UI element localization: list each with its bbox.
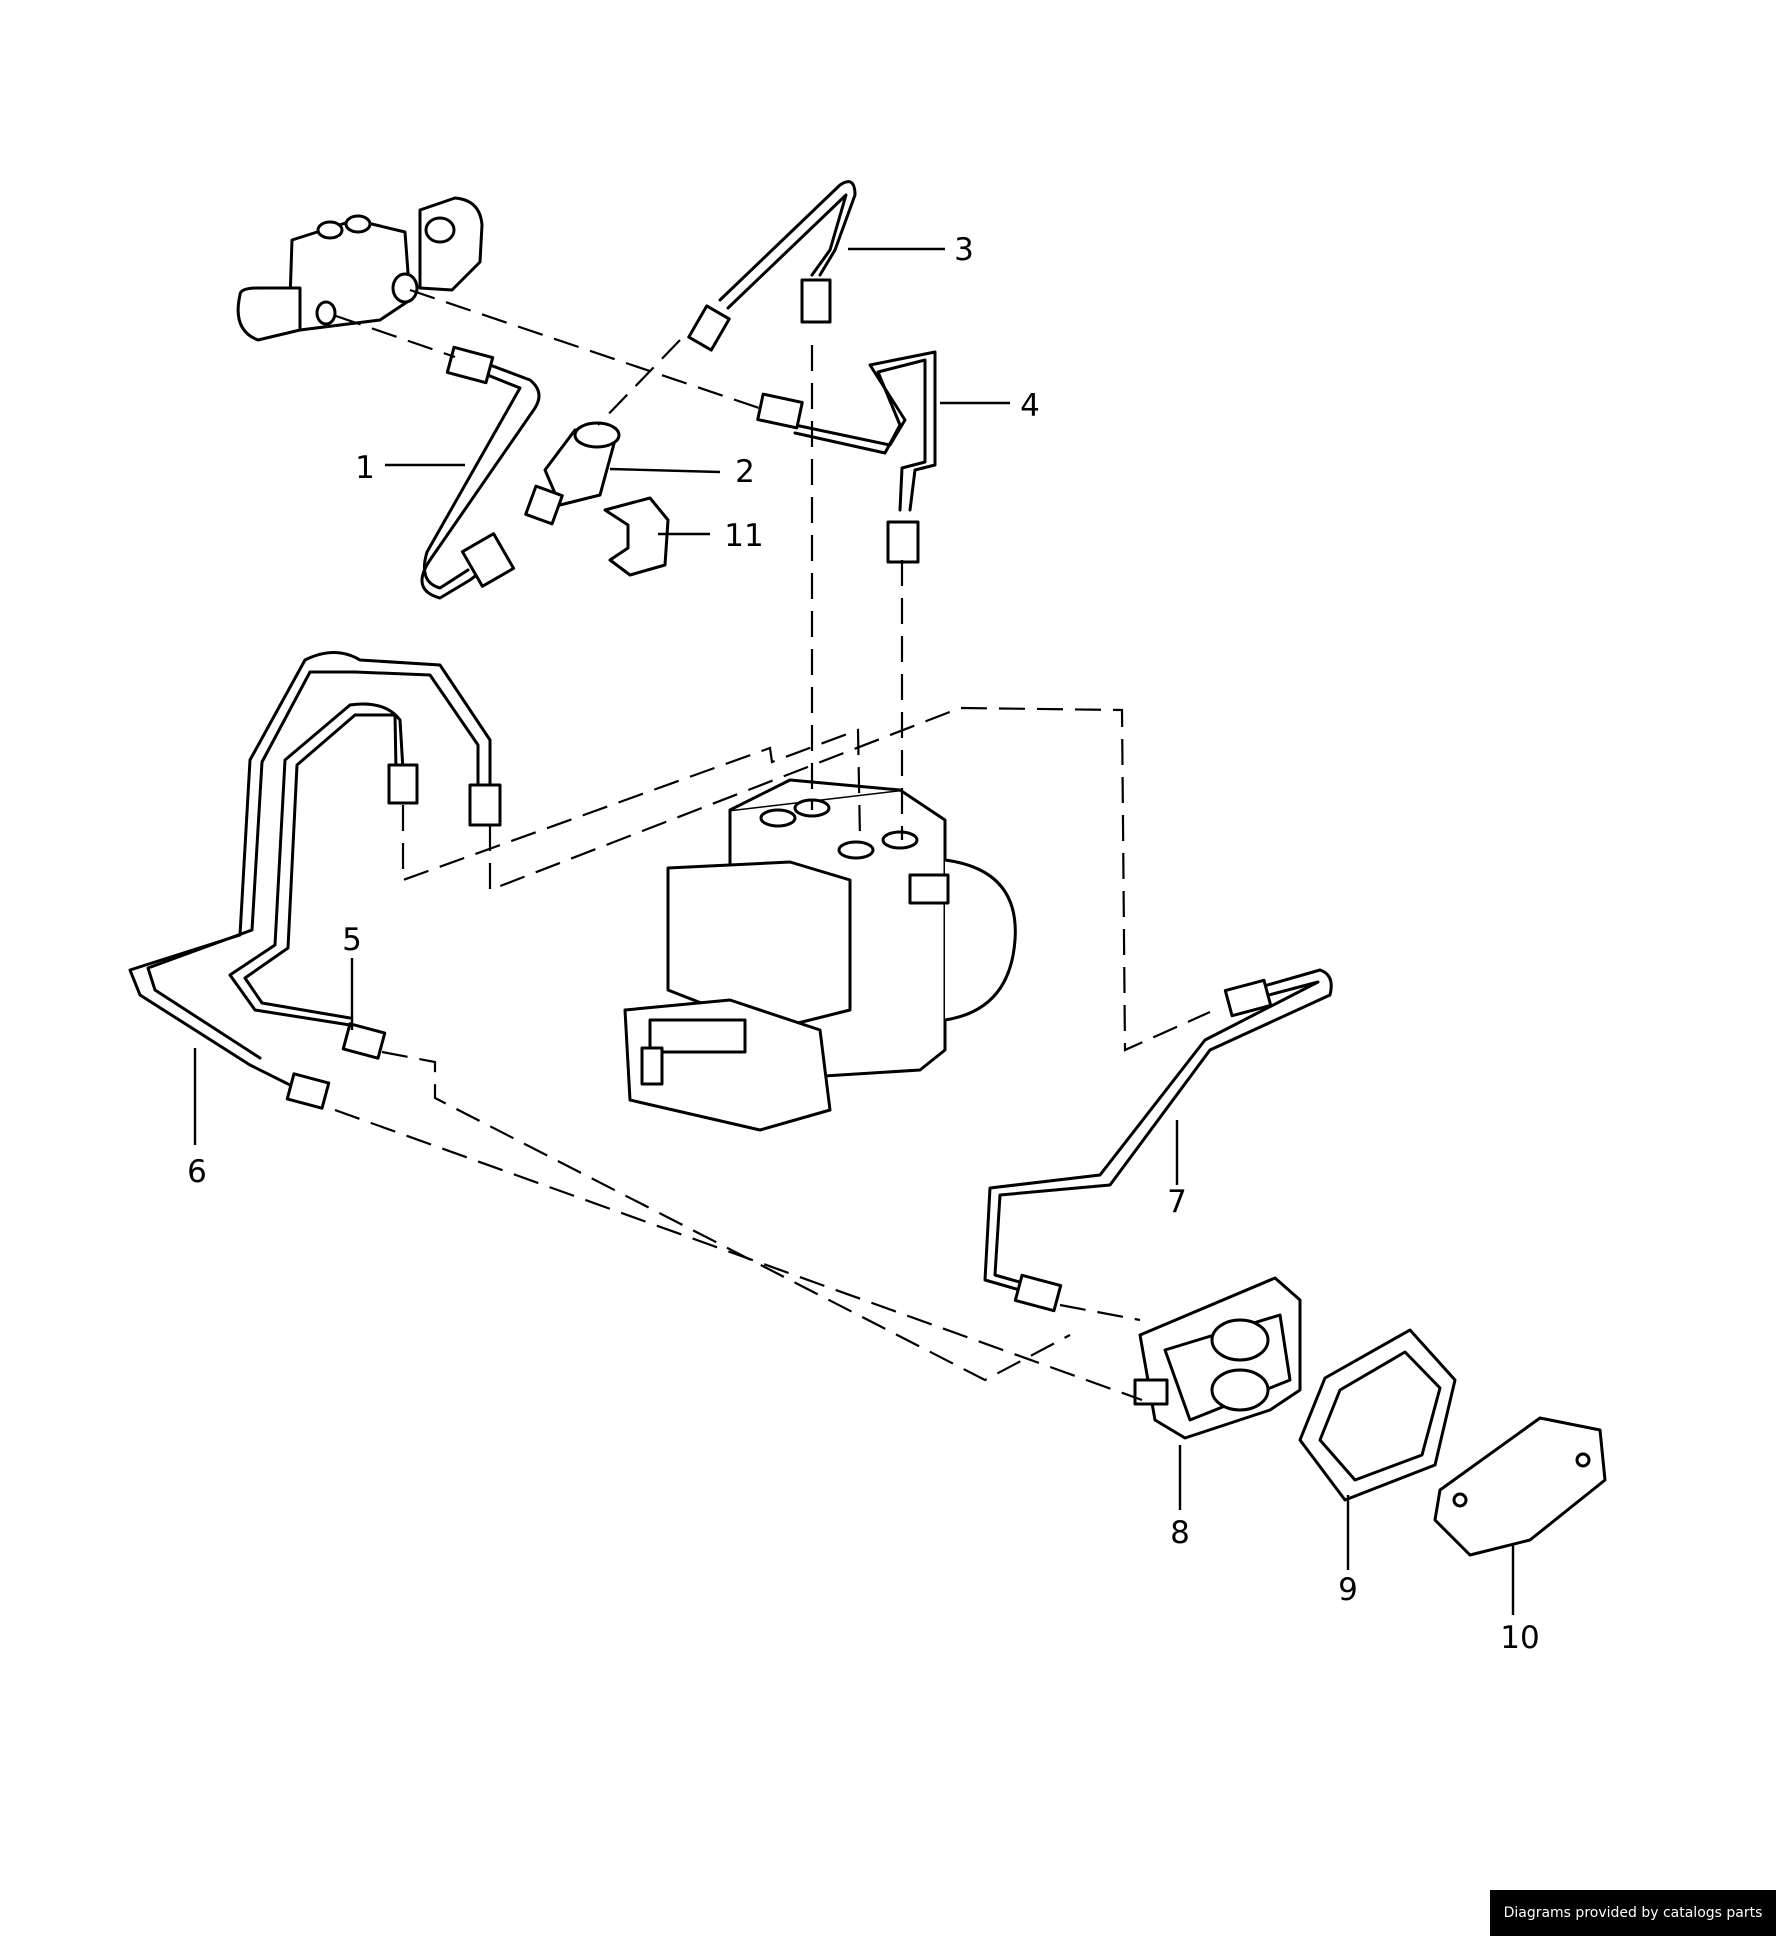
callout-10: 10 (1500, 1620, 1539, 1656)
valve-housing-8 (1133, 1276, 1302, 1440)
callout-2: 2 (735, 454, 755, 490)
callout-9: 9 (1338, 1572, 1358, 1608)
leader-lines (193, 247, 1515, 1615)
callout-6: 6 (187, 1154, 207, 1190)
callout-1: 1 (355, 450, 375, 486)
callout-labels: 1 2 3 4 5 6 7 8 9 10 11 (187, 232, 1540, 1656)
brake-line-6 (128, 651, 502, 1110)
brake-line-7 (983, 968, 1333, 1313)
brake-line-1 (420, 345, 541, 600)
brake-line-4 (756, 350, 937, 564)
callout-8: 8 (1170, 1515, 1190, 1551)
master-cylinder (236, 196, 484, 342)
callout-7: 7 (1167, 1184, 1187, 1220)
callout-11: 11 (724, 518, 763, 554)
connection-lines (334, 288, 1211, 1402)
pressure-sensor-2 (524, 421, 621, 526)
cover-plate-10 (1433, 1416, 1607, 1557)
callout-3: 3 (954, 232, 974, 268)
callout-5: 5 (342, 922, 362, 958)
diagram-credit-footer: Diagrams provided by catalogs parts (1490, 1890, 1776, 1936)
gasket-9 (1298, 1328, 1457, 1502)
callout-4: 4 (1020, 388, 1040, 424)
clip-11 (603, 496, 670, 577)
brake-line-3 (687, 180, 857, 352)
abs-hydraulic-unit (623, 778, 1017, 1132)
